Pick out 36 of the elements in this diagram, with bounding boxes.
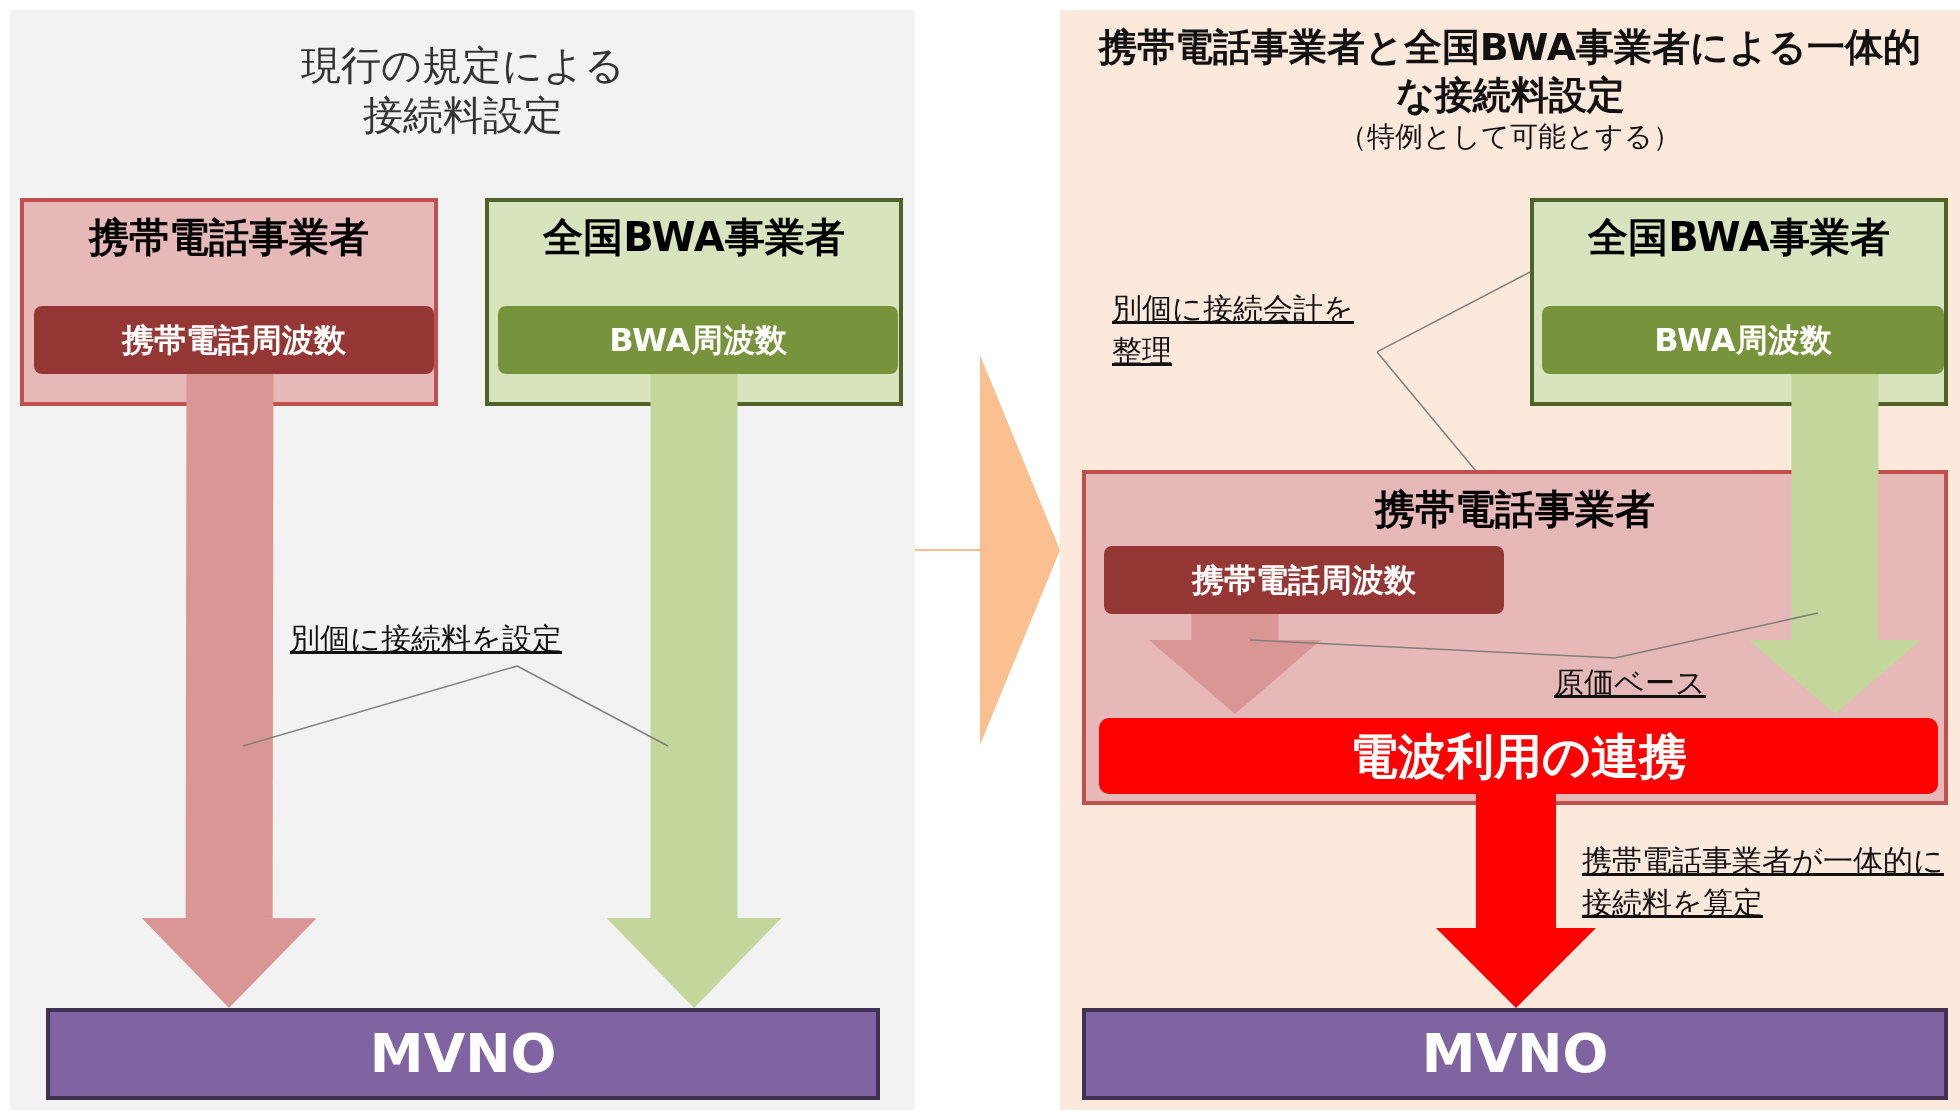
leader-line (516, 665, 669, 747)
edge-label: 携帯電話事業者が一体的に接続料を算定 (1582, 842, 1945, 922)
leader-line (1614, 612, 1819, 659)
frequency-box (34, 306, 434, 374)
cooperation-box (1099, 718, 1938, 794)
box-label: 携帯電話周波数 (122, 320, 346, 360)
box-title: 携帯電話事業者 (1373, 485, 1656, 534)
annotation-text: 原価ベース (1554, 662, 1744, 704)
arrow (914, 355, 1060, 745)
panel-subtitle: （特例として可能とする） (1338, 119, 1682, 154)
box-title: 全国BWA事業者 (1587, 213, 1891, 262)
leader-line (242, 665, 518, 747)
provider-box (20, 198, 438, 406)
panel-background (1060, 10, 1960, 1110)
box-title: 携帯電話事業者 (87, 213, 370, 262)
panel-title: 携帯電話事業者と全国BWA事業者による一体的な接続料設定 (1097, 24, 1923, 119)
box-label: BWA周波数 (609, 320, 787, 360)
box-label: 携帯電話周波数 (1192, 560, 1416, 600)
mvno-box (1082, 1008, 1948, 1100)
annotation-text: 別個に接続会計を整理 (1112, 288, 1377, 372)
leader-line (1376, 351, 1476, 471)
box-label: BWA周波数 (1654, 320, 1832, 360)
provider-box (485, 198, 903, 406)
mvno-box (46, 1008, 880, 1100)
frequency-box (1104, 546, 1504, 614)
frequency-box (1542, 306, 1944, 374)
leader-line (1249, 639, 1616, 659)
provider-box (1530, 198, 1948, 406)
box-label: MVNO (369, 1021, 557, 1088)
annotation-text: 別個に接続料を設定 (290, 618, 640, 660)
box-label: MVNO (1421, 1021, 1609, 1088)
box-label: 電波利用の連携 (1350, 727, 1687, 786)
box-title: 全国BWA事業者 (542, 213, 846, 262)
leader-line (1376, 271, 1531, 353)
panel-title: 現行の規定による接続料設定 (299, 41, 626, 140)
frequency-box (498, 306, 898, 374)
